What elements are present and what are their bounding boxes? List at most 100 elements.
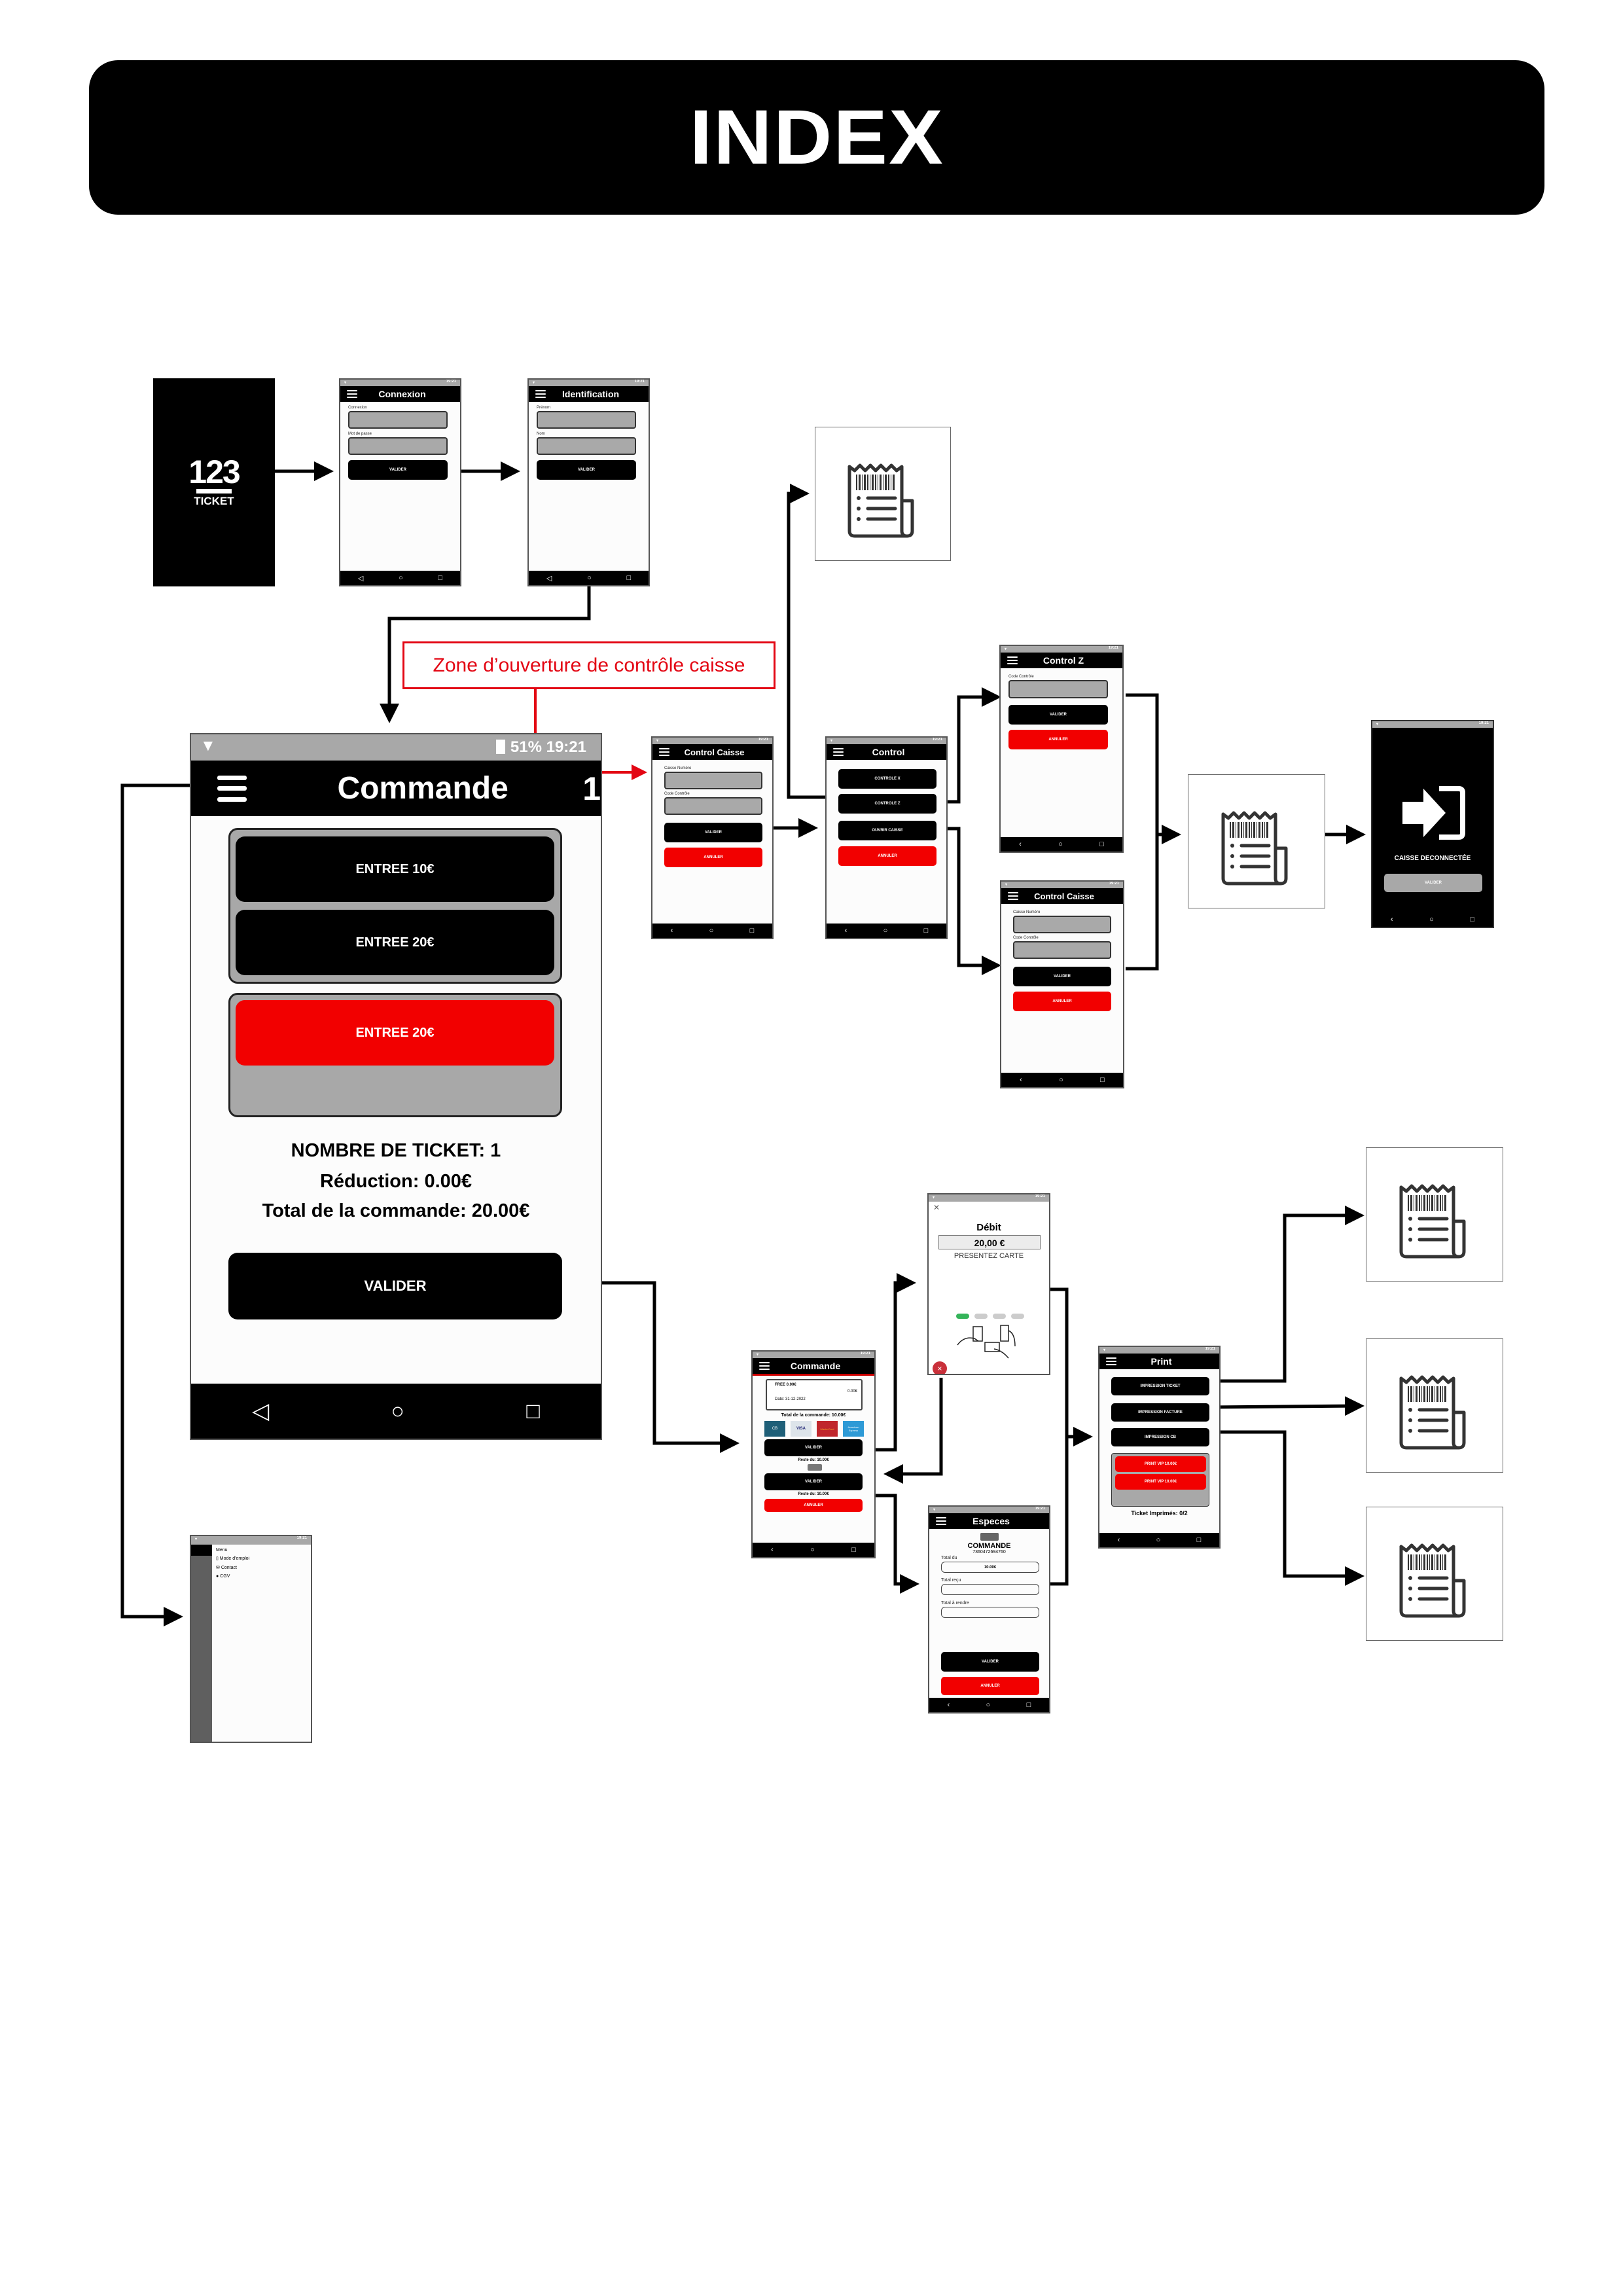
menu-icon[interactable]: [1106, 1357, 1116, 1365]
home-icon[interactable]: ○: [587, 574, 592, 582]
cancel-payment-icon[interactable]: ×: [933, 1361, 947, 1374]
app-bar: Connexion: [340, 386, 460, 402]
cancel-button[interactable]: ANNULER: [1013, 992, 1111, 1011]
total-received-input[interactable]: [941, 1584, 1039, 1595]
drawer-item-contact[interactable]: ✉ Contact: [216, 1566, 237, 1570]
back-icon[interactable]: ‹: [1019, 840, 1022, 848]
recent-apps-icon[interactable]: □: [749, 927, 755, 935]
cancel-button[interactable]: ANNULER: [664, 848, 762, 867]
menu-icon[interactable]: [936, 1517, 946, 1525]
recent-apps-icon[interactable]: □: [1100, 1076, 1105, 1084]
back-icon[interactable]: ◁: [357, 574, 364, 583]
recent-apps-icon[interactable]: □: [1099, 840, 1104, 848]
validate-button[interactable]: VALIDER: [1013, 967, 1111, 986]
home-icon[interactable]: ○: [1156, 1536, 1161, 1544]
cancel-button[interactable]: ANNULER: [1008, 730, 1108, 749]
print-vip-button[interactable]: PRINT VIP 10.00€: [1115, 1456, 1206, 1472]
print-vip-button[interactable]: PRINT VIP 10.00€: [1115, 1474, 1206, 1490]
menu-icon[interactable]: [659, 748, 669, 756]
back-icon[interactable]: ‹: [670, 927, 673, 935]
menu-icon[interactable]: [759, 1362, 770, 1370]
cancel-button[interactable]: ANNULER: [941, 1677, 1039, 1695]
card-pay-button[interactable]: VALIDER: [764, 1439, 863, 1456]
validate-button[interactable]: VALIDER: [1384, 874, 1482, 892]
control-zone-trigger[interactable]: [522, 766, 579, 812]
back-icon[interactable]: ‹: [1020, 1076, 1022, 1084]
control-code-input[interactable]: [1008, 680, 1108, 698]
menu-icon[interactable]: [217, 775, 247, 802]
cancel-button[interactable]: ANNULER: [764, 1499, 863, 1512]
lastname-input[interactable]: [537, 437, 636, 455]
print-ticket-button[interactable]: IMPRESSION TICKET: [1111, 1377, 1209, 1395]
identification-validate-button[interactable]: VALIDER: [537, 460, 636, 480]
firstname-input[interactable]: [537, 411, 636, 429]
back-icon[interactable]: ‹: [844, 927, 847, 935]
mastercard-icon[interactable]: MasterCard: [817, 1421, 838, 1437]
change-input[interactable]: [941, 1607, 1039, 1618]
product-button[interactable]: ENTREE 20€: [236, 910, 554, 975]
validate-button[interactable]: VALIDER: [941, 1652, 1039, 1672]
home-icon[interactable]: ○: [709, 927, 714, 935]
control-code-input[interactable]: [1013, 941, 1111, 959]
home-icon[interactable]: ○: [1058, 840, 1063, 848]
caisse-number-input[interactable]: [664, 772, 762, 789]
recent-apps-icon[interactable]: □: [1470, 916, 1475, 924]
menu-icon[interactable]: [347, 390, 357, 398]
cb-card-icon[interactable]: CB: [764, 1421, 785, 1437]
login-input[interactable]: [348, 411, 448, 429]
validate-button[interactable]: VALIDER: [1008, 705, 1108, 725]
control-z-button[interactable]: CONTROLE Z: [838, 794, 936, 814]
back-icon[interactable]: ‹: [947, 1701, 950, 1709]
recent-apps-icon[interactable]: □: [1026, 1701, 1031, 1709]
recent-apps-icon[interactable]: □: [851, 1546, 856, 1554]
screen-drawer-menu: ▾19:21 Menu ▯ Mode d'emploi ✉ Contact ● …: [190, 1535, 312, 1743]
back-icon[interactable]: ◁: [546, 574, 552, 583]
drawer-item-cgv[interactable]: ● CGV: [216, 1574, 230, 1579]
back-icon[interactable]: ‹: [771, 1546, 774, 1554]
recent-apps-icon[interactable]: □: [1196, 1536, 1202, 1544]
password-input[interactable]: [348, 437, 448, 455]
cancel-button[interactable]: ANNULER: [838, 846, 936, 866]
open-caisse-button[interactable]: OUVRIR CAISSE: [838, 821, 936, 840]
recent-apps-icon[interactable]: □: [923, 927, 929, 935]
amex-card-icon[interactable]: American Express: [843, 1421, 864, 1437]
home-icon[interactable]: ○: [1429, 916, 1434, 924]
vip-print-group: PRINT VIP 10.00€ PRINT VIP 10.00€: [1111, 1453, 1209, 1507]
validate-button[interactable]: VALIDER: [664, 823, 762, 842]
home-icon[interactable]: ○: [810, 1546, 815, 1554]
connexion-validate-button[interactable]: VALIDER: [348, 460, 448, 480]
home-icon[interactable]: ○: [399, 574, 403, 582]
home-icon[interactable]: ○: [883, 927, 888, 935]
print-cb-button[interactable]: IMPRESSION CB: [1111, 1428, 1209, 1446]
close-icon[interactable]: ✕: [933, 1203, 940, 1212]
visa-card-icon[interactable]: VISA: [791, 1421, 812, 1437]
total-due-input[interactable]: 10.00€: [941, 1562, 1039, 1573]
cash-pay-button[interactable]: VALIDER: [764, 1473, 863, 1490]
control-x-button[interactable]: CONTROLE X: [838, 769, 936, 789]
home-icon[interactable]: ○: [391, 1398, 405, 1424]
recent-apps-icon[interactable]: □: [626, 574, 632, 582]
control-code-input[interactable]: [664, 797, 762, 815]
product-button-selected[interactable]: ENTREE 20€: [236, 1000, 554, 1066]
home-icon[interactable]: ○: [1059, 1076, 1063, 1084]
home-icon[interactable]: ○: [986, 1701, 991, 1709]
app-bar: Control Caisse: [1001, 888, 1123, 904]
info-icon: ●: [216, 1574, 221, 1579]
validate-order-button[interactable]: VALIDER: [228, 1253, 562, 1319]
tickets-printed: Ticket Imprimés: 0/2: [1131, 1510, 1188, 1516]
print-invoice-button[interactable]: IMPRESSION FACTURE: [1111, 1403, 1209, 1422]
back-icon[interactable]: ◁: [252, 1399, 270, 1424]
drawer-scrim[interactable]: [191, 1545, 212, 1742]
recent-apps-icon[interactable]: □: [526, 1398, 540, 1424]
menu-icon[interactable]: [535, 390, 546, 398]
caisse-number-input[interactable]: [1013, 916, 1111, 933]
drawer-menu-button[interactable]: [191, 1545, 212, 1556]
back-icon[interactable]: ‹: [1390, 916, 1393, 924]
menu-icon[interactable]: [833, 748, 844, 756]
recent-apps-icon[interactable]: □: [438, 574, 443, 582]
product-button[interactable]: ENTREE 10€: [236, 836, 554, 902]
back-icon[interactable]: ‹: [1117, 1536, 1120, 1544]
menu-icon[interactable]: [1008, 892, 1018, 900]
menu-icon[interactable]: [1007, 656, 1018, 664]
drawer-item-manual[interactable]: ▯ Mode d'emploi: [216, 1556, 250, 1561]
